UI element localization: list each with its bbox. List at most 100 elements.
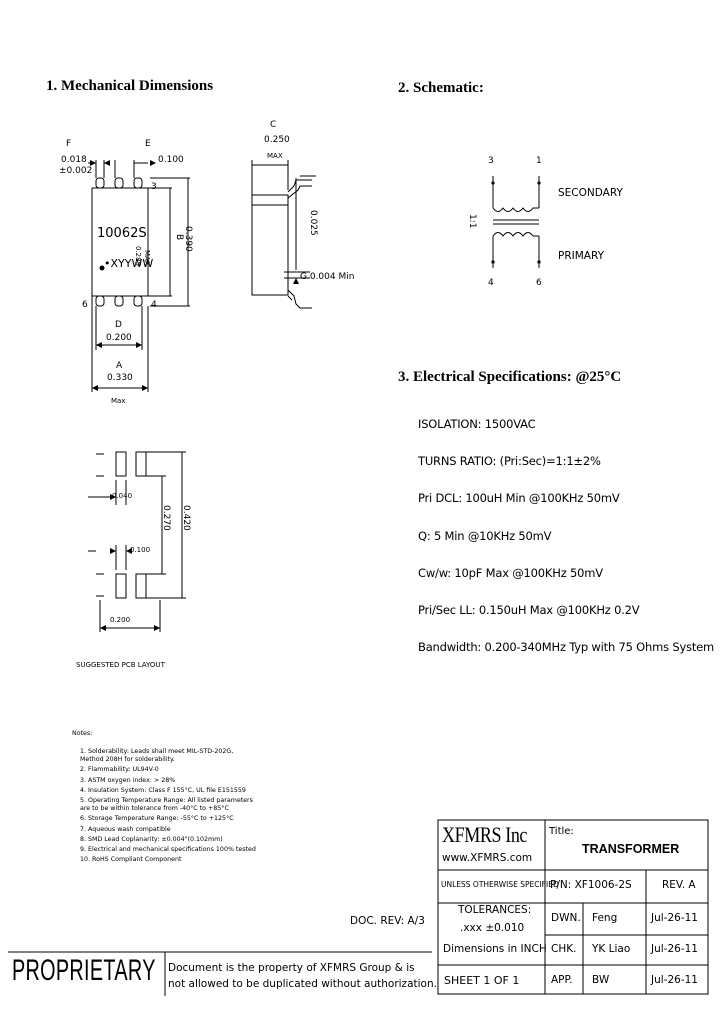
schem-pin-6: 6 bbox=[536, 278, 542, 288]
note-line: 5. Operating Temperature Range: All list… bbox=[80, 797, 253, 805]
titleblock-dwn-label: DWN. bbox=[551, 912, 581, 924]
date-code-marking: •XYYWW bbox=[104, 257, 154, 270]
dim-f-tolerance: ±0.002 bbox=[59, 166, 93, 176]
spec-bandwidth: Bandwidth: 0.200-340MHz Typ with 75 Ohms… bbox=[418, 640, 715, 654]
titleblock-app-label: APP. bbox=[551, 974, 573, 986]
pcb-dim-200: 0.200 bbox=[110, 616, 131, 624]
pin-3-label: 3 bbox=[151, 182, 157, 192]
pcb-dim-270: 0.270 bbox=[161, 505, 171, 531]
dim-b-value: 0.390 bbox=[183, 226, 193, 252]
electrical-specs-heading: 3. Electrical Specifications: @25°C bbox=[398, 369, 622, 385]
pcb-dim-100: 0.100 bbox=[130, 546, 151, 554]
side-lead-bottom bbox=[287, 289, 312, 309]
note-line: 4. Insulation System: Class F 155°C, UL … bbox=[80, 786, 246, 794]
dim-285-max: MAX bbox=[143, 250, 151, 266]
pcb-pad-bottom-2 bbox=[135, 573, 147, 599]
spec-turns-ratio: TURNS RATIO: (Pri:Sec)=1:1±2% bbox=[418, 454, 601, 468]
titleblock-dwn-name: Feng bbox=[592, 912, 618, 924]
pin-6-label: 6 bbox=[82, 300, 88, 310]
pcb-layout-caption: SUGGESTED PCB LAYOUT bbox=[76, 661, 165, 669]
dim-285: 0.285 bbox=[134, 246, 142, 267]
titleblock-dwn-date: Jul-26-11 bbox=[651, 912, 698, 924]
spec-q: Q: 5 Min @10KHz 50mV bbox=[418, 529, 552, 543]
titleblock-chk-label: CHK. bbox=[551, 943, 577, 955]
titleblock-chk-date: Jul-26-11 bbox=[651, 943, 698, 955]
pin-bottom-2 bbox=[114, 295, 124, 307]
note-line: 8. SMD Lead Coplanarity: ±0.004"(0.102mm… bbox=[80, 835, 223, 843]
schem-secondary-label: SECONDARY bbox=[558, 187, 623, 199]
dim-c-label: C bbox=[270, 120, 277, 130]
pin-bottom-3 bbox=[133, 295, 143, 307]
mechanical-dimensions-heading: 1. Mechanical Dimensions bbox=[46, 78, 214, 94]
note-line: 6. Storage Temperature Range: -55°C to +… bbox=[80, 815, 234, 823]
dim-c-max: MAX bbox=[267, 152, 283, 160]
pin-bottom-1 bbox=[95, 295, 105, 307]
pin1-dot bbox=[99, 265, 105, 271]
spec-pri-dcl: Pri DCL: 100uH Min @100KHz 50mV bbox=[418, 491, 620, 505]
dim-d-label: D bbox=[115, 320, 122, 330]
note-line: 9. Electrical and mechanical specificati… bbox=[80, 846, 256, 854]
titleblock-title-value: TRANSFORMER bbox=[582, 842, 680, 856]
dim-d-value: 0.200 bbox=[106, 333, 132, 343]
titleblock-app-name: BW bbox=[592, 974, 610, 986]
pcb-dim-420: 0.420 bbox=[181, 505, 191, 531]
schem-pin-4: 4 bbox=[488, 278, 494, 288]
doc-revision: DOC. REV: A/3 bbox=[350, 915, 425, 927]
note-line: 1. Solderability: Leads shall meet MIL-S… bbox=[80, 748, 234, 755]
note-line: are to be within tolerance from -40°C to… bbox=[80, 805, 229, 813]
note-line: 10. RoHS Compliant Component bbox=[80, 856, 182, 864]
titleblock-app-date: Jul-26-11 bbox=[651, 974, 698, 986]
dim-025: 0.025 bbox=[308, 210, 318, 236]
titleblock-website: www.XFMRS.com bbox=[442, 852, 533, 864]
dim-g-label: G 0.004 Min bbox=[300, 272, 355, 282]
spec-cww: Cw/w: 10pF Max @100KHz 50mV bbox=[418, 566, 603, 580]
titleblock-sheet: SHEET 1 OF 1 bbox=[444, 974, 520, 987]
proprietary-stamp: PROPRIETARY bbox=[12, 954, 156, 987]
schem-pin-1: 1 bbox=[536, 156, 542, 166]
titleblock-tolerances: TOLERANCES: bbox=[458, 904, 532, 916]
pcb-pad-top-1 bbox=[115, 451, 127, 477]
dim-a-label: A bbox=[116, 361, 123, 371]
notes-list: 1. Solderability: Leads shall meet MIL-S… bbox=[80, 748, 256, 864]
note-line: Method 208H for solderability. bbox=[80, 756, 175, 764]
dim-a-max: Max bbox=[111, 397, 126, 405]
note-line: 7. Aqueous wash compatible bbox=[80, 825, 171, 833]
titleblock-part-number: P/N: XF1006-2S bbox=[550, 879, 632, 891]
side-lead-top bbox=[287, 179, 312, 193]
secondary-winding bbox=[492, 207, 539, 212]
note-line: 3. ASTM oxygen index: > 28% bbox=[80, 776, 176, 784]
titleblock-frame bbox=[437, 819, 709, 995]
primary-winding bbox=[492, 232, 539, 237]
dim-c-value: 0.250 bbox=[264, 135, 290, 145]
part-marking: 10062S bbox=[97, 226, 147, 241]
titleblock-units: Dimensions in INCH bbox=[443, 943, 547, 955]
dim-e-value: 0.100 bbox=[158, 155, 184, 165]
titleblock-revision: REV. A bbox=[662, 879, 696, 891]
pcb-pad-bottom-1 bbox=[115, 573, 127, 599]
titleblock-company: XFMRS Inc bbox=[442, 822, 528, 847]
schem-turns-ratio: 1:1 bbox=[467, 214, 477, 229]
pin-top-1 bbox=[95, 177, 105, 189]
pin-top-3 bbox=[133, 177, 143, 189]
spec-leakage-inductance: Pri/Sec LL: 0.150uH Max @100KHz 0.2V bbox=[418, 603, 640, 617]
titleblock-title-label: Title: bbox=[549, 826, 574, 837]
note-line: 2. Flammability: UL94V-0 bbox=[80, 766, 159, 774]
titleblock-tolerance-value: .xxx ±0.010 bbox=[460, 922, 525, 934]
titleblock-chk-name: YK Liao bbox=[592, 943, 631, 955]
titleblock-unless: UNLESS OTHERWISE SPECIFIED bbox=[441, 880, 559, 889]
schem-pin-3: 3 bbox=[488, 156, 494, 166]
side-view-body bbox=[251, 194, 289, 296]
dim-a-value: 0.330 bbox=[107, 373, 133, 383]
dim-e-label: E bbox=[145, 139, 151, 149]
pin-4-label: 4 bbox=[151, 300, 157, 310]
schematic-heading: 2. Schematic: bbox=[398, 80, 484, 96]
spec-isolation: ISOLATION: 1500VAC bbox=[418, 417, 536, 431]
notes-title: Notes: bbox=[72, 730, 93, 737]
top-view-body bbox=[91, 187, 149, 297]
pcb-pad-top-2 bbox=[135, 451, 147, 477]
schem-primary-label: PRIMARY bbox=[558, 250, 605, 262]
dim-f-label: F bbox=[66, 139, 72, 149]
pcb-dim-040: 0.040 bbox=[112, 492, 133, 500]
proprietary-notice-line1: Document is the property of XFMRS Group … bbox=[168, 962, 415, 974]
